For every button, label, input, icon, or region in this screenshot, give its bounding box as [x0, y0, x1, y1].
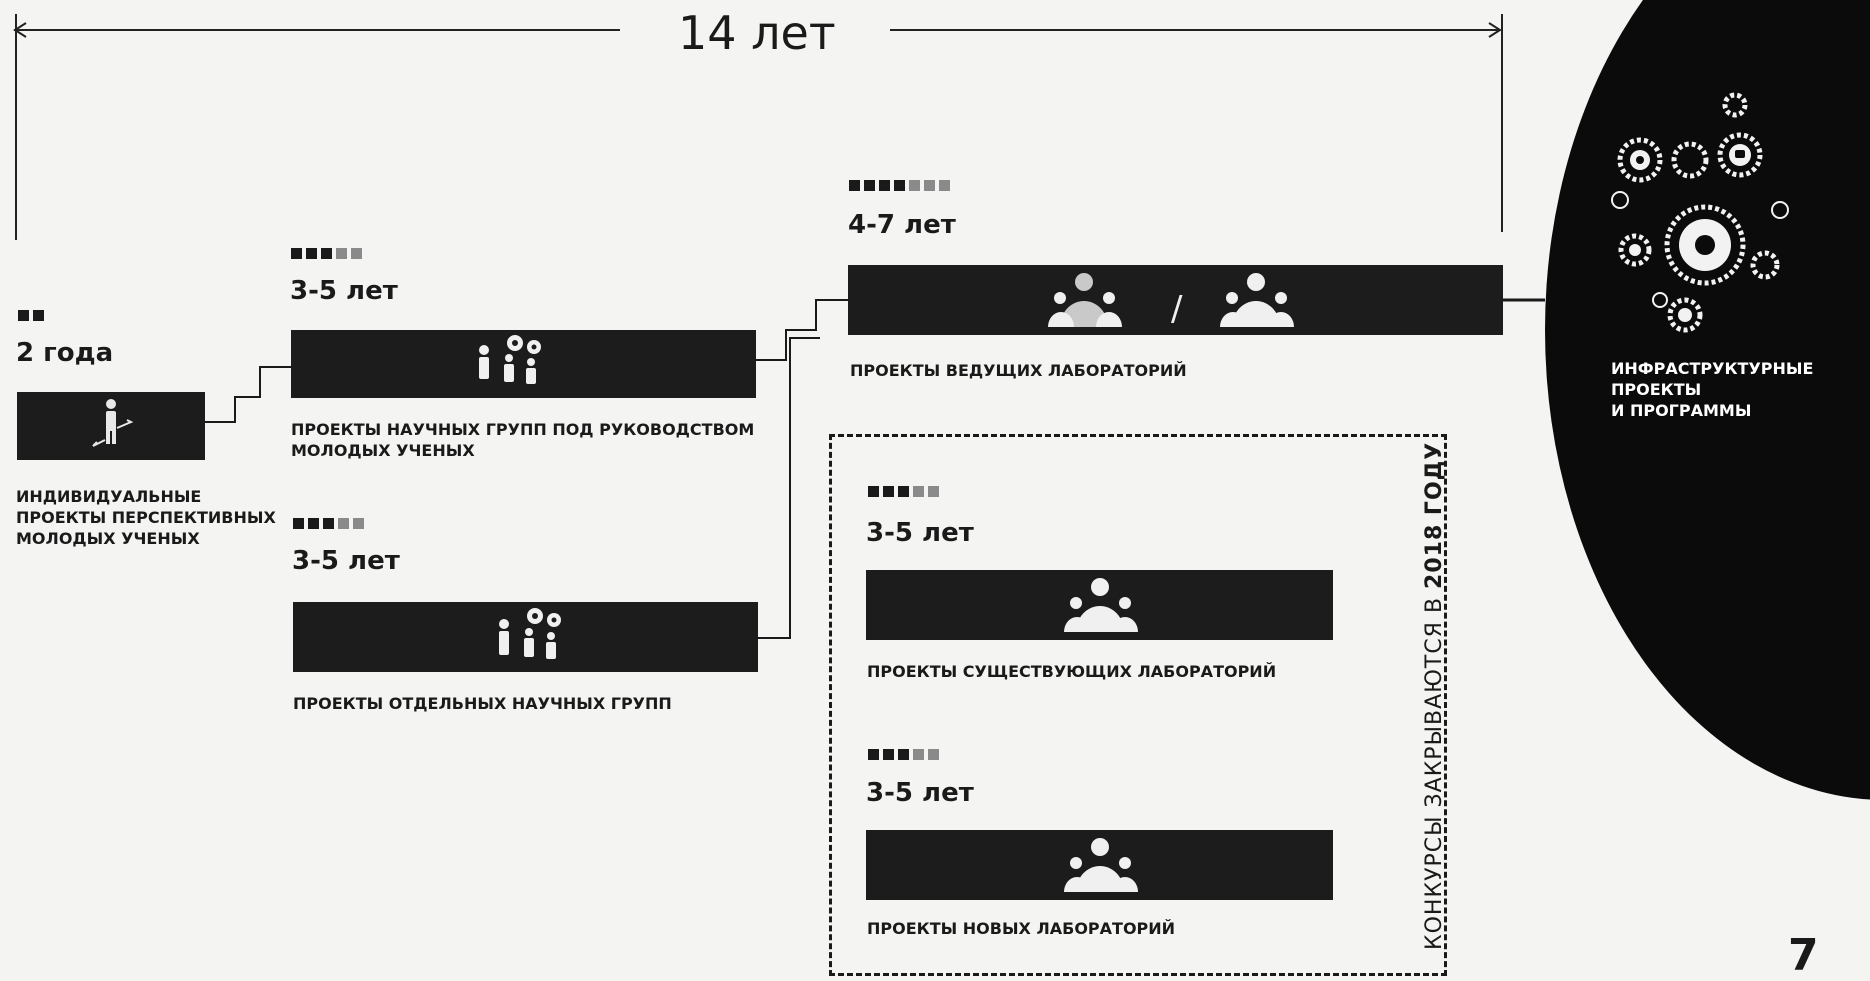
gears-cluster-icon: [1611, 92, 1789, 333]
rating-square: [351, 248, 362, 259]
rating-square: [336, 248, 347, 259]
rating-square: [306, 248, 317, 259]
stage-duration: 3-5 лет: [866, 778, 974, 808]
rating-square: [849, 180, 860, 191]
lab-group-icon: [1064, 838, 1138, 892]
page-number: 7: [1788, 930, 1819, 981]
rating-square: [321, 248, 332, 259]
infrastructure-caption-line: ПРОЕКТЫ: [1611, 380, 1702, 399]
stage-label-line: МОЛОДЫХ УЧЕНЫХ: [16, 529, 200, 548]
lab-divider: /: [1171, 289, 1183, 329]
rating-square: [293, 518, 304, 529]
rating-square: [291, 248, 302, 259]
person-icon: [92, 399, 134, 447]
rating-square: [18, 310, 29, 321]
stage-bar: [291, 330, 756, 398]
rating-square: [898, 749, 909, 760]
infrastructure-caption-line: ИНФРАСТРУКТУРНЫЕ: [1611, 359, 1814, 378]
rating-square: [864, 180, 875, 191]
rating-square: [338, 518, 349, 529]
stage-duration: 3-5 лет: [866, 518, 974, 548]
note-year: 2018 ГОДУ: [1422, 441, 1447, 589]
stage-label-line: ПРОЕКТЫ ПЕРСПЕКТИВНЫХ: [16, 508, 276, 527]
rating-square: [894, 180, 905, 191]
stage-bar: [293, 602, 758, 672]
stage-duration: 4-7 лет: [848, 210, 956, 240]
stage-label-line: МОЛОДЫХ УЧЕНЫХ: [291, 441, 475, 460]
stage-label-line: ПРОЕКТЫ СУЩЕСТВУЮЩИХ ЛАБОРАТОРИЙ: [867, 662, 1277, 681]
team-gears-icon: [499, 608, 561, 659]
rating-square: [883, 486, 894, 497]
stage-duration: 3-5 лет: [290, 276, 398, 306]
rating-square: [353, 518, 364, 529]
rating-square: [939, 180, 950, 191]
team-gears-icon: [479, 335, 541, 384]
rating-square: [868, 749, 879, 760]
rating-square: [883, 749, 894, 760]
stage-label-line: ПРОЕКТЫ НОВЫХ ЛАБОРАТОРИЙ: [867, 919, 1176, 938]
rating-square: [928, 486, 939, 497]
stage-bar: [17, 392, 205, 460]
timeline-span-label: 14 лет: [678, 6, 836, 60]
stage-bar: [866, 830, 1333, 900]
rating-square: [868, 486, 879, 497]
stage-duration: 2 года: [16, 338, 114, 368]
rating-square: [308, 518, 319, 529]
rating-square: [928, 749, 939, 760]
closed-contests-note: КОНКУРСЫ ЗАКРЫВАЮТСЯ В 2018 ГОДУ: [1422, 442, 1447, 950]
stage-bar: /: [848, 265, 1503, 335]
rating-square: [909, 180, 920, 191]
rating-square: [913, 749, 924, 760]
stage-label-line: ПРОЕКТЫ ВЕДУЩИХ ЛАБОРАТОРИЙ: [850, 361, 1187, 380]
lab-group-icon: [1064, 578, 1138, 632]
stage-bar: [866, 570, 1333, 640]
stage-label-line: ИНДИВИДУАЛЬНЫЕ: [16, 487, 202, 506]
rating-square: [913, 486, 924, 497]
rating-square: [879, 180, 890, 191]
infrastructure-caption-line: И ПРОГРАММЫ: [1611, 401, 1752, 420]
note-prefix: КОНКУРСЫ ЗАКРЫВАЮТСЯ В: [1422, 588, 1447, 950]
rating-square: [898, 486, 909, 497]
stage-duration: 3-5 лет: [292, 546, 400, 576]
rating-square: [323, 518, 334, 529]
stage-label-line: ПРОЕКТЫ НАУЧНЫХ ГРУПП ПОД РУКОВОДСТВОМ: [291, 420, 755, 439]
stage-label-line: ПРОЕКТЫ ОТДЕЛЬНЫХ НАУЧНЫХ ГРУПП: [293, 694, 672, 713]
rating-square: [33, 310, 44, 321]
lab-group-icon: /: [1048, 273, 1294, 329]
rating-square: [924, 180, 935, 191]
